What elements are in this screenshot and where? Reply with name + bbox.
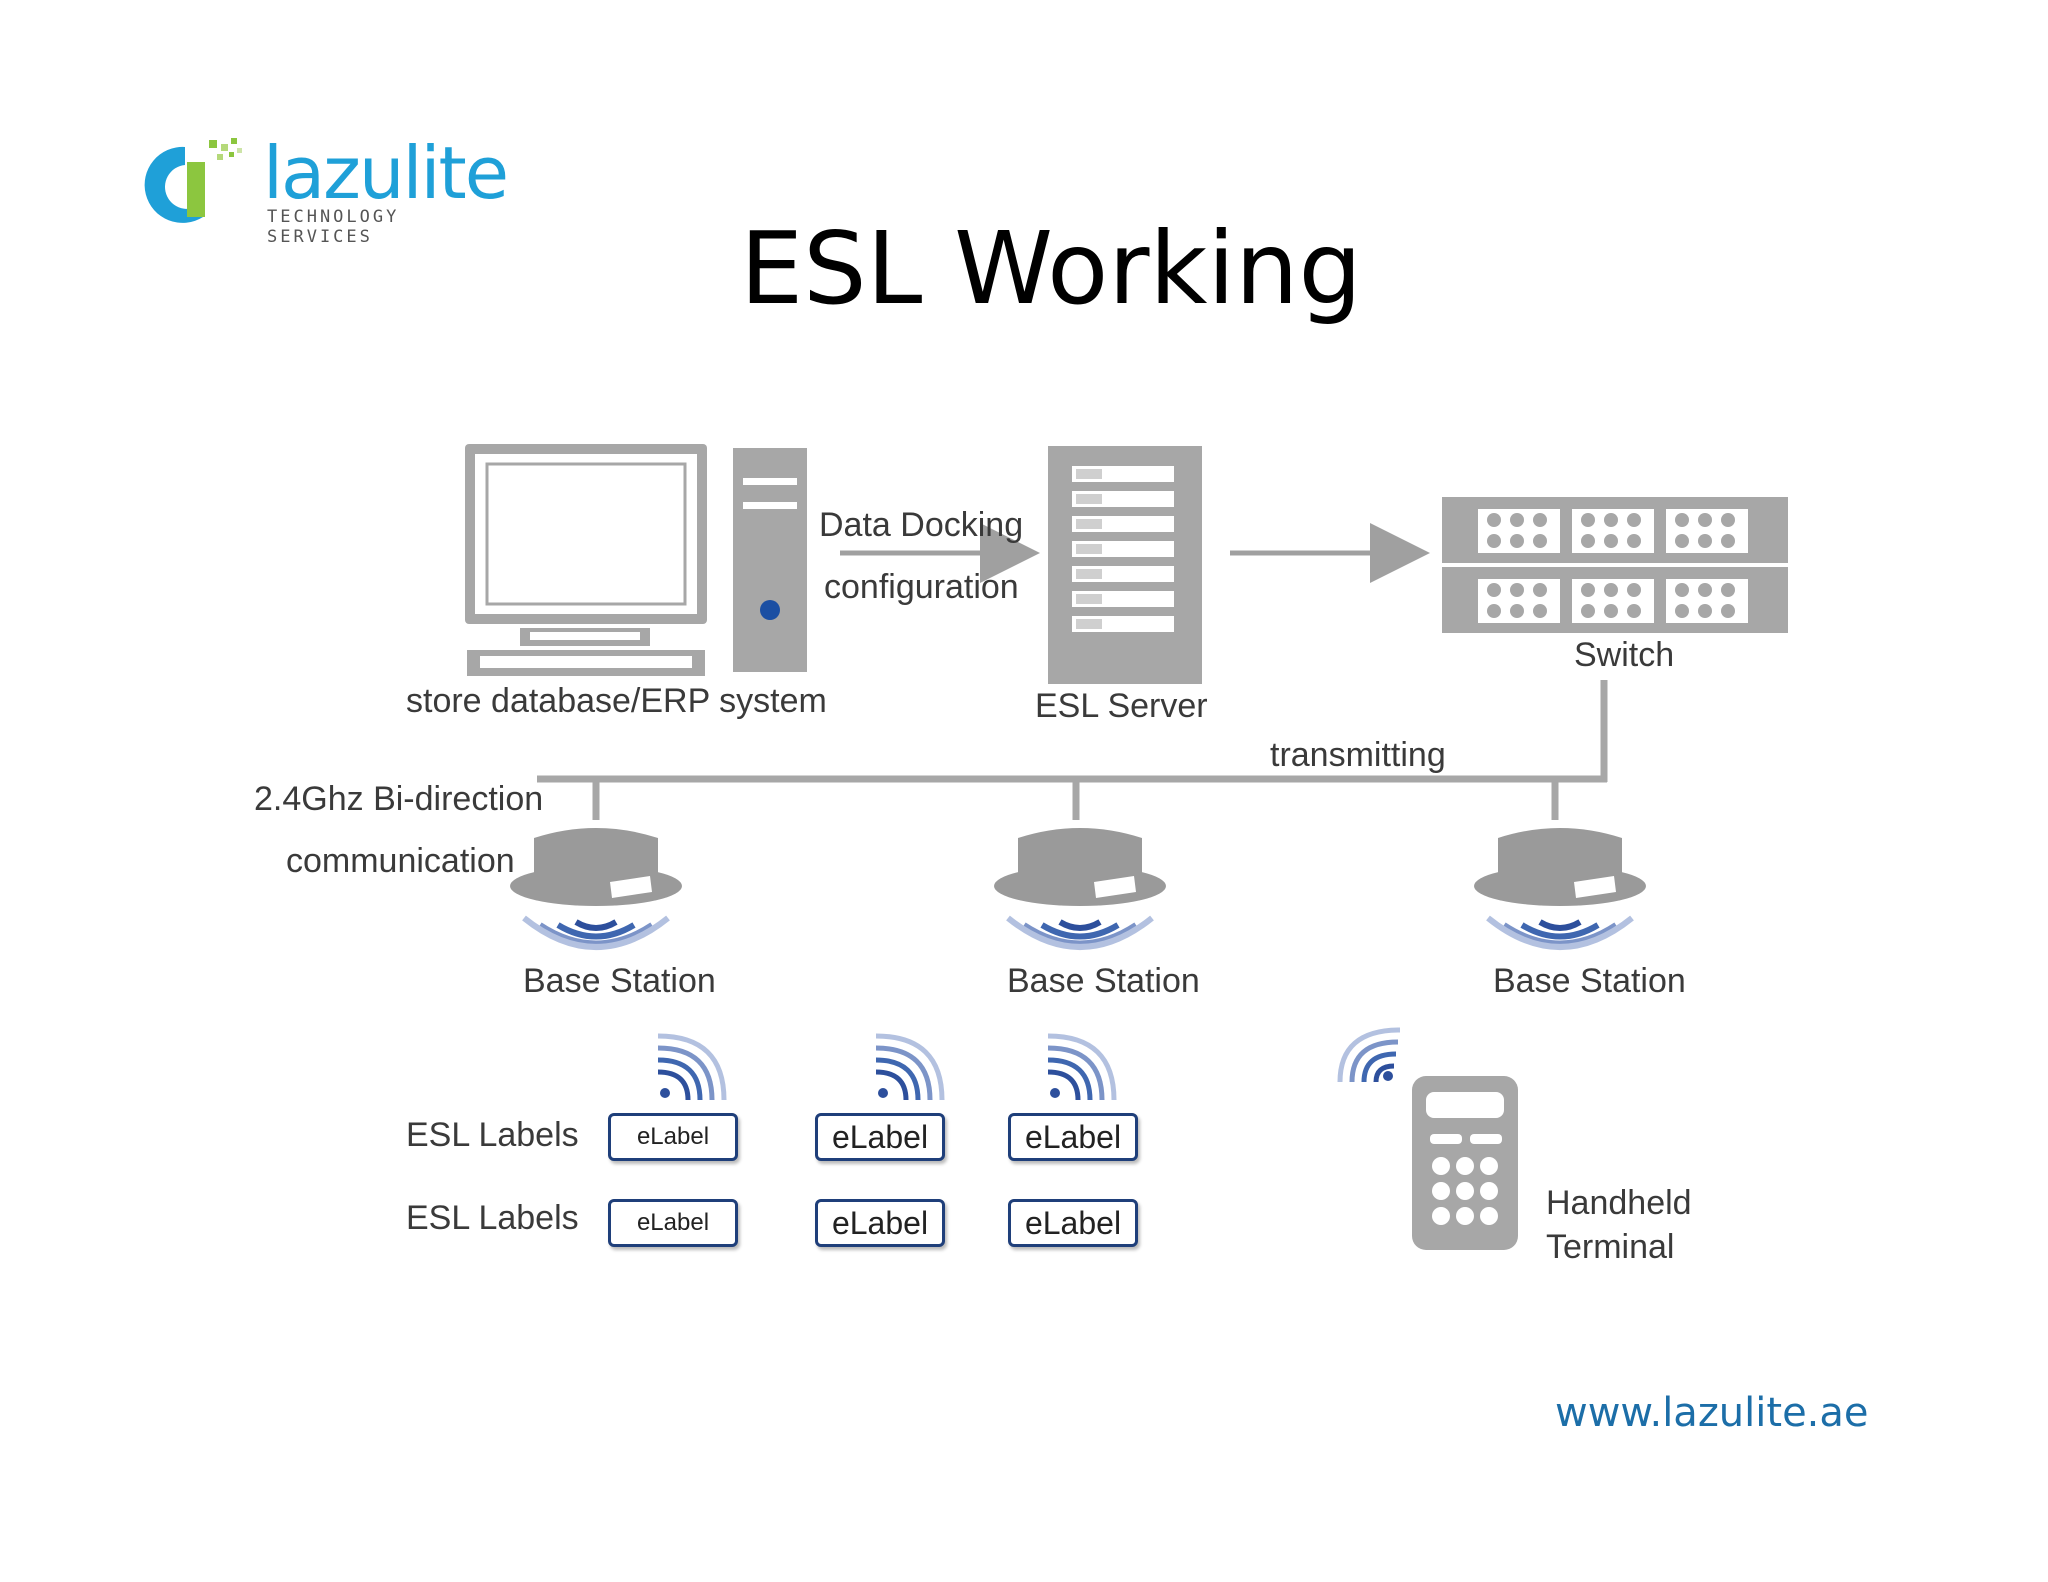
docking-label-line1: Data Docking [819,506,1024,544]
handheld-terminal-icon [1412,1076,1518,1250]
base-station-label: Base Station [1493,962,1686,1000]
switch-label: Switch [1574,636,1675,674]
logo-wordmark: lazulite [263,131,509,215]
elabel-tag: eLabel [1008,1199,1138,1247]
bidirection-label-line1: 2.4Ghz Bi-direction [254,780,544,818]
base-station-icon [510,828,682,950]
server-icon [1048,446,1202,684]
esl-labels-label: ESL Labels [406,1199,579,1237]
elabel-tag: eLabel [815,1113,945,1161]
elabel-tag: eLabel [1008,1113,1138,1161]
base-station-icon [994,828,1166,950]
transmission-bus [537,680,1608,820]
switch-icon [1442,497,1788,633]
bidirection-label-line2: communication [286,842,515,880]
base-station-label: Base Station [523,962,716,1000]
docking-label-line2: configuration [824,568,1019,606]
erp-label: store database/ERP system [406,682,827,720]
signal-icon [875,1033,945,1101]
signal-icon [657,1033,727,1101]
esl-labels-label: ESL Labels [406,1116,579,1154]
handheld-label-line2: Terminal [1546,1228,1675,1266]
elabel-tag: eLabel [608,1113,738,1161]
logo: lazulite TECHNOLOGY SERVICES [125,131,509,247]
elabel-tag: eLabel [815,1199,945,1247]
website-link[interactable]: www.lazulite.ae [1555,1390,1869,1436]
base-station-icon [1474,828,1646,950]
logo-mark-icon [144,138,242,223]
transmitting-label: transmitting [1270,736,1446,774]
server-label: ESL Server [1035,687,1208,725]
logo-tagline: TECHNOLOGY SERVICES [267,207,400,247]
signal-icon [1337,1027,1401,1083]
base-station-label: Base Station [1007,962,1200,1000]
elabel-tag: eLabel [608,1199,738,1247]
computer-icon [465,444,707,676]
signal-icon [1047,1033,1117,1101]
page-title: ESL Working [740,210,1363,327]
handheld-label-line1: Handheld [1546,1184,1692,1222]
tower-icon [733,448,807,672]
